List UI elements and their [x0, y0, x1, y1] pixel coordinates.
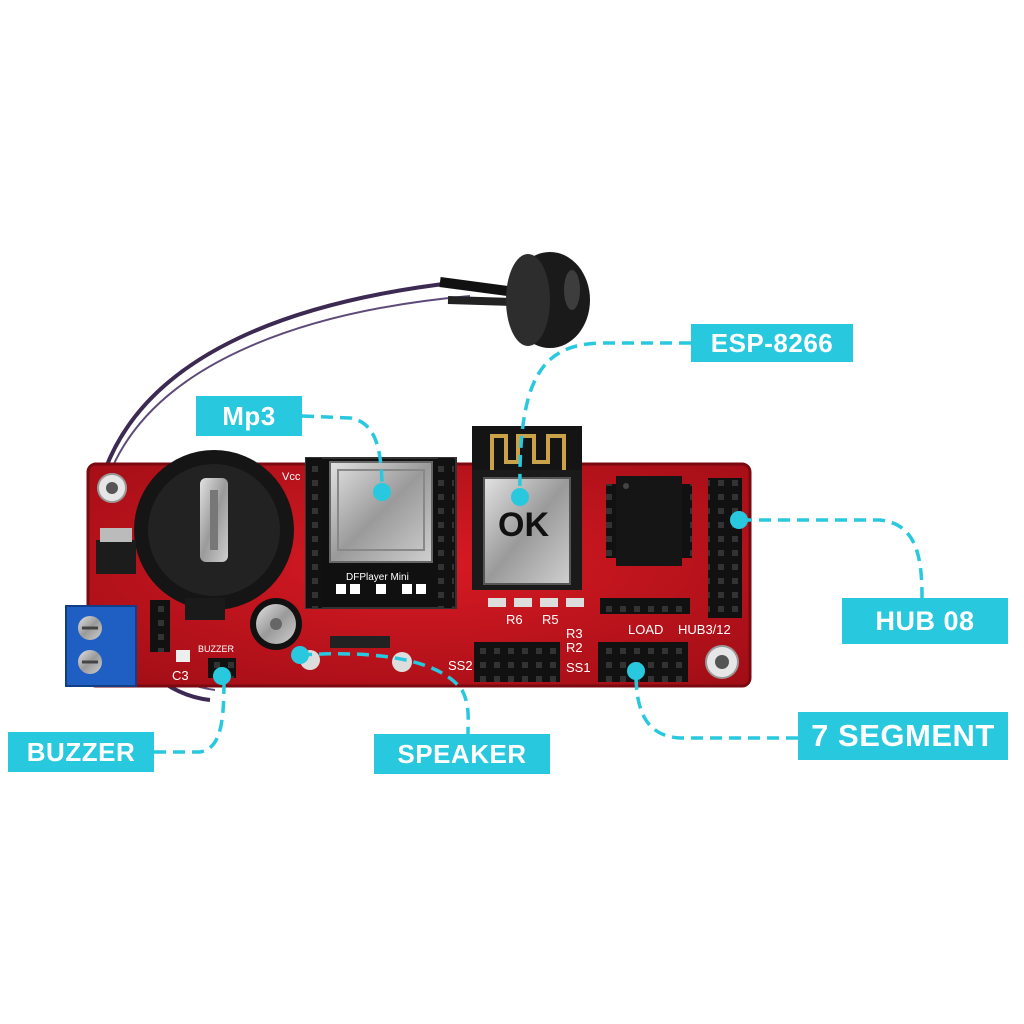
- smd-part: [176, 650, 190, 662]
- silk-dfplayer: DFPlayer Mini: [346, 572, 409, 583]
- silk-ss2: SS2: [448, 658, 473, 673]
- speaker-pads: [330, 636, 390, 648]
- buzzer-component: [506, 252, 590, 348]
- callout-speaker: SPEAKER: [374, 734, 550, 774]
- leader-esp: [518, 341, 691, 497]
- ic-chip: [606, 476, 692, 566]
- leader-buz: [154, 675, 226, 754]
- callout-buzzer: BUZZER: [8, 732, 154, 772]
- dot-buz: [213, 667, 231, 685]
- silk-r5: R5: [542, 612, 559, 627]
- callout-esp8266: ESP-8266: [691, 324, 853, 362]
- leader-mp3: [301, 414, 384, 491]
- callout-hub08: HUB 08: [842, 598, 1008, 644]
- dot-esp: [511, 488, 529, 506]
- smd-resistors: [488, 598, 584, 607]
- silk-hub: HUB3/12: [678, 622, 731, 637]
- dot-seg: [627, 662, 645, 680]
- callout-mp3: Mp3: [196, 396, 302, 436]
- screw-terminal: [65, 605, 137, 687]
- leader-seg: [634, 671, 798, 740]
- silk-r6: R6: [506, 612, 523, 627]
- voltage-regulator: [96, 528, 136, 574]
- battery-holder: [134, 450, 294, 620]
- buzzer-leads-2: [447, 296, 516, 306]
- ss2-header: [474, 642, 560, 682]
- leader-spk: [299, 652, 470, 735]
- capacitor: [250, 598, 302, 650]
- load-header: [600, 598, 690, 614]
- esp-handwriting: OK: [498, 506, 549, 544]
- silk-r3: R3: [566, 626, 583, 641]
- header-small: [150, 600, 170, 652]
- silk-load: LOAD: [628, 622, 663, 637]
- dot-mp3: [373, 483, 391, 501]
- leader-dots: [213, 483, 748, 685]
- silk-buzzer: BUZZER: [198, 644, 235, 654]
- silkscreen: LOAD HUB3/12 SS1 SS2 R2 R3 R5 R6 C3 BUZZ…: [172, 471, 731, 683]
- silk-c3: C3: [172, 668, 189, 683]
- dfplayer-module: [305, 457, 457, 609]
- hub08-header: [708, 478, 742, 618]
- leader-lines: [154, 341, 924, 754]
- esp8266-module: OK: [472, 426, 582, 590]
- silk-r2: R2: [566, 640, 583, 655]
- buzzer-leads: [439, 277, 516, 297]
- silk-vcc: Vcc: [282, 471, 301, 483]
- dot-spk: [291, 646, 309, 664]
- dot-hub: [730, 511, 748, 529]
- leader-hub: [740, 518, 924, 599]
- silk-ss1: SS1: [566, 660, 591, 675]
- callout-7segment: 7 SEGMENT: [798, 712, 1008, 760]
